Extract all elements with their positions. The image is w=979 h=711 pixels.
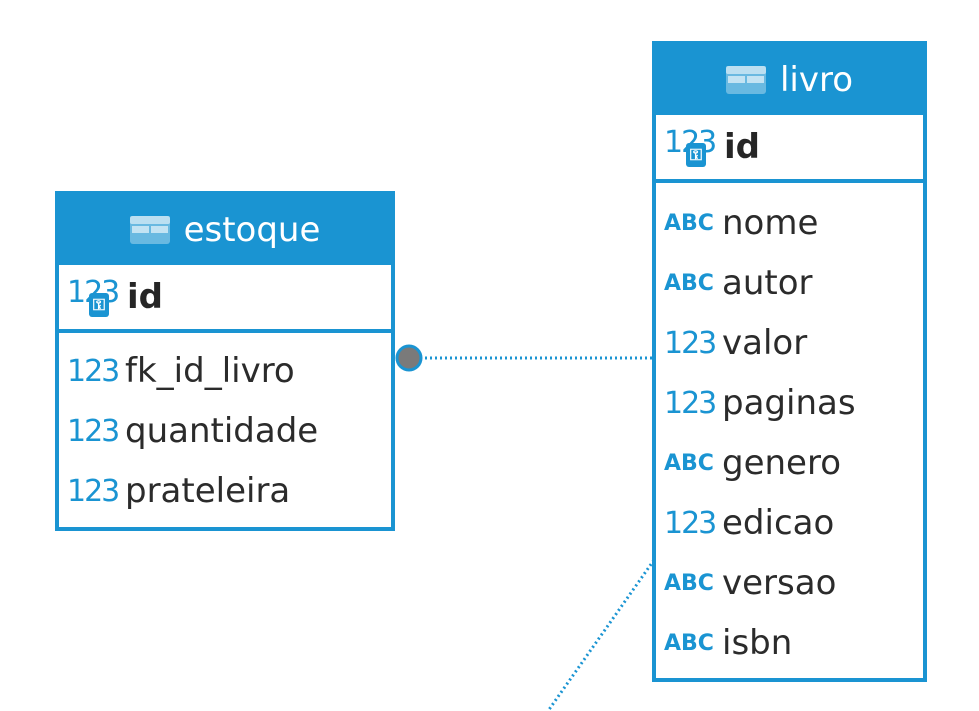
entity-header[interactable]: estoque — [59, 195, 391, 265]
table-icon — [725, 66, 766, 94]
pk-name: id — [724, 127, 760, 167]
numeric-type-icon: 123 — [664, 505, 717, 541]
column-name: quantidade — [125, 411, 319, 451]
primary-key-icon: 123⚿ — [664, 125, 717, 169]
column-name: isbn — [722, 623, 793, 663]
column-row[interactable]: 123 prateleira — [59, 461, 391, 521]
entity-estoque[interactable]: estoque 123⚿ id 123 fk_id_livro 123 quan… — [55, 191, 395, 531]
column-row[interactable]: 123 quantidade — [59, 401, 391, 461]
numeric-type-icon: 123 — [664, 325, 717, 361]
column-name: fk_id_livro — [125, 351, 295, 391]
column-row[interactable]: 123 fk_id_livro — [59, 341, 391, 401]
entity-livro[interactable]: livro 123⚿ id ABC nome ABC autor 123 val… — [652, 41, 927, 682]
column-row[interactable]: ABC autor — [656, 253, 923, 313]
column-row[interactable]: ABC nome — [656, 193, 923, 253]
column-row[interactable]: ABC genero — [656, 433, 923, 493]
column-name: prateleira — [125, 471, 291, 511]
column-row[interactable]: 123 edicao — [656, 493, 923, 553]
column-name: autor — [722, 263, 813, 303]
column-row[interactable]: 123 paginas — [656, 373, 923, 433]
column-name: paginas — [722, 383, 856, 423]
primary-key-icon: 123⚿ — [67, 275, 120, 319]
numeric-type-icon: 123 — [664, 385, 717, 421]
table-icon — [129, 216, 170, 244]
text-type-icon: ABC — [664, 570, 714, 596]
pk-row[interactable]: 123⚿ id — [656, 115, 923, 183]
column-name: genero — [722, 443, 841, 483]
column-name: edicao — [722, 503, 835, 543]
text-type-icon: ABC — [664, 210, 714, 236]
column-row[interactable]: ABC versao — [656, 553, 923, 613]
numeric-type-icon: 123 — [67, 473, 120, 509]
text-type-icon: ABC — [664, 450, 714, 476]
text-type-icon: ABC — [664, 630, 714, 656]
column-name: valor — [722, 323, 808, 363]
entity-title: livro — [779, 60, 854, 100]
column-name: nome — [722, 203, 819, 243]
entity-title: estoque — [183, 210, 321, 250]
pk-name: id — [127, 277, 163, 317]
entity-header[interactable]: livro — [656, 45, 923, 115]
text-type-icon: ABC — [664, 270, 714, 296]
fk-link-offscreen[interactable] — [546, 559, 656, 711]
relationship-endpoint-icon[interactable] — [395, 344, 423, 372]
pk-row[interactable]: 123⚿ id — [59, 265, 391, 333]
column-row[interactable]: 123 valor — [656, 313, 923, 373]
numeric-type-icon: 123 — [67, 413, 120, 449]
numeric-type-icon: 123 — [67, 353, 120, 389]
column-row[interactable]: ABC isbn — [656, 613, 923, 673]
column-name: versao — [722, 563, 837, 603]
